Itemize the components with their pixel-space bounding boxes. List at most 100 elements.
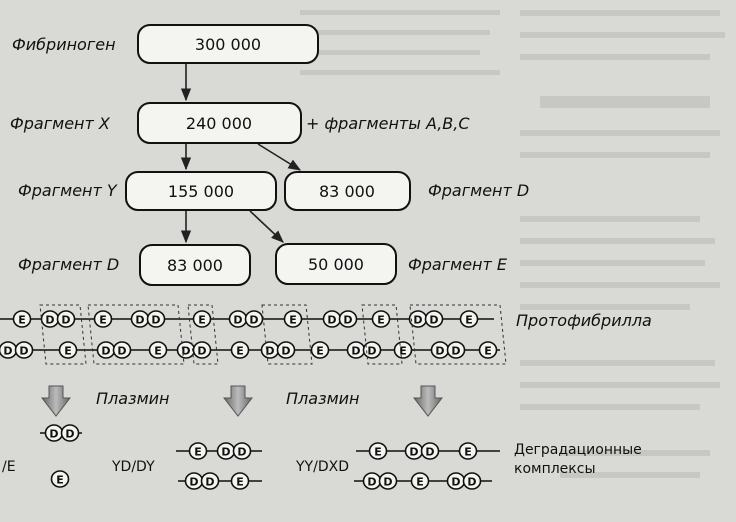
complex-3-d2-letter: D bbox=[425, 446, 434, 459]
protofibril-top-unit-2-circle bbox=[56, 310, 76, 328]
protofibril-top-unit-15-circle bbox=[459, 310, 479, 328]
protofibril-top-unit-9-letter: E bbox=[289, 314, 297, 327]
fragment-d-right-box bbox=[284, 171, 411, 211]
plasmin-label-1: Плазмин bbox=[96, 389, 170, 408]
protofibril-top-unit-5-letter: D bbox=[151, 314, 160, 327]
protofibril-label: Протофибрилла bbox=[516, 311, 652, 330]
protofibril-bottom-unit-8-circle bbox=[230, 341, 250, 359]
protofibril-bottom-unit-5-circle bbox=[148, 341, 168, 359]
protofibril-bottom-unit-16-circle bbox=[446, 341, 466, 359]
protofibril-top-unit-6-circle bbox=[192, 310, 212, 328]
complex-3-d5-letter: D bbox=[451, 476, 460, 489]
protofibril-top-unit-11-circle bbox=[338, 310, 358, 328]
protofibril-bottom-unit-3-letter: D bbox=[101, 345, 110, 358]
protofibril-bottom-unit-10-circle bbox=[276, 341, 296, 359]
protofibril-bottom-unit-14-circle bbox=[393, 341, 413, 359]
complex-1-d1-letter: D bbox=[49, 428, 58, 441]
complex-1-e-circle bbox=[50, 470, 70, 488]
fragment-x-box bbox=[137, 102, 302, 144]
plasmin-label-2: Плазмин bbox=[286, 389, 360, 408]
complex-3-e3-circle bbox=[410, 472, 430, 490]
protofibril-top-unit-8-letter: D bbox=[249, 314, 258, 327]
fragment-y-label: Фрагмент Y bbox=[18, 181, 118, 200]
big-down-arrow-1 bbox=[222, 385, 254, 417]
protofibril-top-unit-7-letter: D bbox=[233, 314, 242, 327]
complex-3-d3-letter: D bbox=[367, 476, 376, 489]
complex-3-e1-letter: E bbox=[374, 446, 382, 459]
protofibril-top-unit-12-letter: E bbox=[377, 314, 385, 327]
fibrinogen-mass: 300 000 bbox=[195, 35, 261, 54]
protofibril-top-unit-10-letter: D bbox=[327, 314, 336, 327]
fragment-x-label: Фрагмент X bbox=[10, 114, 111, 133]
complex-3-d6-letter: D bbox=[467, 476, 476, 489]
fragment-d-left-box bbox=[139, 244, 251, 286]
fragment-e-mass: 50 000 bbox=[308, 255, 364, 274]
complex-3-d1-letter: D bbox=[409, 446, 418, 459]
protofibril-top-unit-4-letter: D bbox=[135, 314, 144, 327]
protofibril-bottom-unit-15-letter: D bbox=[435, 345, 444, 358]
fragment-y-box bbox=[125, 171, 277, 211]
complex-3-e2-letter: E bbox=[464, 446, 472, 459]
complex-2-d2-circle bbox=[232, 442, 252, 460]
protofibril-top-unit-2-letter: D bbox=[61, 314, 70, 327]
complex-3-e1-circle bbox=[368, 442, 388, 460]
complex-1-d2-letter: D bbox=[65, 428, 74, 441]
crosslink-bracket-3 bbox=[261, 304, 313, 365]
protofibril-top-unit-15-letter: E bbox=[465, 314, 473, 327]
fibrinogen-label: Фибриноген bbox=[12, 35, 116, 54]
fragment-d-right-mass: 83 000 bbox=[319, 182, 375, 201]
protofibril-bottom-unit-2-letter: E bbox=[64, 345, 72, 358]
complexes-label: комплексы bbox=[514, 461, 596, 477]
protofibril-top-unit-12-circle bbox=[371, 310, 391, 328]
complex-2-d2-letter: D bbox=[237, 446, 246, 459]
crosslink-bracket-5 bbox=[409, 304, 507, 365]
protofibril-bottom-unit-13-circle bbox=[362, 341, 382, 359]
protofibril-bottom-unit-5-letter: E bbox=[154, 345, 162, 358]
protofibril-bottom-unit-0-letter: D bbox=[3, 345, 12, 358]
protofibril-bottom-unit-8-letter: E bbox=[236, 345, 244, 358]
fragment-x-mass: 240 000 bbox=[186, 114, 252, 133]
complex-3-d6-circle bbox=[462, 472, 482, 490]
protofibril-top-unit-11-letter: D bbox=[343, 314, 352, 327]
fibrinogen-box bbox=[137, 24, 319, 64]
complex-2-d4-letter: D bbox=[205, 476, 214, 489]
protofibril-top-unit-0-letter: E bbox=[18, 314, 26, 327]
protofibril-bottom-unit-11-circle bbox=[310, 341, 330, 359]
background-page-text bbox=[300, 10, 725, 478]
protofibril-bottom-unit-13-letter: D bbox=[367, 345, 376, 358]
complex-2-e2-circle bbox=[230, 472, 250, 490]
complex-2-d4-circle bbox=[200, 472, 220, 490]
arrow-x-to-d bbox=[257, 143, 302, 171]
protofibril-top-unit-8-circle bbox=[244, 310, 264, 328]
fragment-d-left-label: Фрагмент D bbox=[18, 255, 119, 274]
complex-2-d3-letter: D bbox=[189, 476, 198, 489]
protofibril-bottom-unit-10-letter: D bbox=[281, 345, 290, 358]
complex-1-d2-circle bbox=[60, 424, 80, 442]
protofibril-bottom-unit-17-circle bbox=[478, 341, 498, 359]
protofibril-top-unit-3-letter: E bbox=[99, 314, 107, 327]
big-down-arrow-2 bbox=[412, 385, 444, 417]
complex-1-e-letter: E bbox=[56, 474, 64, 487]
protofibril-bottom-unit-7-circle bbox=[192, 341, 212, 359]
fragment-y-mass: 155 000 bbox=[168, 182, 234, 201]
protofibril-bottom-unit-4-letter: D bbox=[117, 345, 126, 358]
complex-2-d1-letter: D bbox=[221, 446, 230, 459]
complex-label-1: /E bbox=[2, 459, 16, 475]
crosslink-bracket-0 bbox=[39, 304, 87, 365]
protofibril-bottom-unit-1-circle bbox=[14, 341, 34, 359]
protofibril-top-unit-1-letter: D bbox=[45, 314, 54, 327]
protofibril-top-unit-9-circle bbox=[283, 310, 303, 328]
protofibril-bottom-unit-6-letter: D bbox=[181, 345, 190, 358]
protofibril-bottom-unit-4-circle bbox=[112, 341, 132, 359]
protofibril-bottom-unit-11-letter: E bbox=[316, 345, 324, 358]
fragment-d-left-mass: 83 000 bbox=[167, 256, 223, 275]
complex-3-e3-letter: E bbox=[416, 476, 424, 489]
big-down-arrow-0 bbox=[40, 385, 72, 417]
protofibril-top-unit-14-letter: D bbox=[429, 314, 438, 327]
degradation-label: Деградационные bbox=[514, 442, 642, 458]
plus-fragments-label: + фрагменты A,B,C bbox=[306, 114, 470, 133]
complex-2-e-circle bbox=[188, 442, 208, 460]
protofibril-bottom-unit-16-letter: D bbox=[451, 345, 460, 358]
protofibril-top-unit-13-letter: D bbox=[413, 314, 422, 327]
